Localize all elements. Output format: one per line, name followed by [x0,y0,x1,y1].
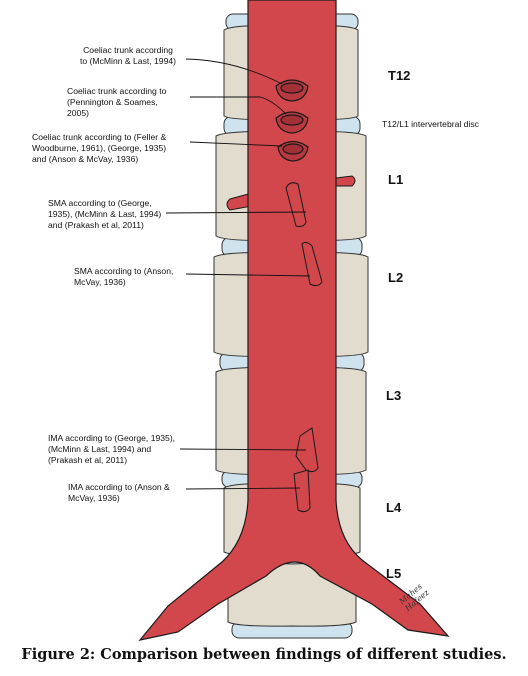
label-line: Coeliac trunk according to (Feller & [32,132,167,142]
label-line: 1935), (McMinn & Last, 1994) [48,209,162,219]
label-ima-anson: IMA according to (Anson & McVay, 1936) [68,482,170,504]
ima-branch-2 [293,469,311,513]
label-line: 2005) [67,108,89,118]
label-line: SMA according to (Anson, [74,266,174,276]
pointer-sma-anson [185,273,311,277]
level-t12: T12 [388,68,411,83]
level-l4: L4 [386,500,402,515]
label-ima-george: IMA according to (George, 1935), (McMinn… [48,433,175,466]
label-line: (Prakash et al, 2011) [48,455,128,465]
pointer-coeliac-pennington [190,96,287,115]
label-line: (McMinn & Last, 1994) and [48,444,152,454]
label-line: Coeliac trunk according to [67,86,167,96]
label-line: and (Anson & McVay, 1936) [32,154,139,164]
level-l2: L2 [388,270,404,285]
label-line: Woodburne, 1961), (George, 1935) [32,143,167,153]
label-line: McVay, 1936) [74,277,126,287]
disc-label: T12/L1 intervertebral disc [382,119,479,129]
pointer-lines [165,58,311,490]
sma-branch-1 [285,182,307,227]
figure-caption: Figure 2: Comparison between findings of… [21,646,507,663]
sma-branch-2 [301,241,323,287]
aorta [138,0,450,641]
level-l3: L3 [386,388,402,403]
level-l5: L5 [386,566,402,581]
label-coeliac-mcminn: Coeliac trunk according to (McMinn & Las… [80,45,176,67]
label-sma-anson: SMA according to (Anson, McVay, 1936) [74,266,173,288]
label-coeliac-feller: Coeliac trunk according to (Feller & Woo… [32,132,166,165]
label-line: Coeliac trunk according [83,45,173,55]
label-sma-george: SMA according to (George, 1935), (McMinn… [48,198,161,231]
coeliac-ring-2 [275,111,309,134]
renal-branch-right [335,175,356,187]
label-line: to (McMinn & Last, 1994) [80,56,177,66]
coeliac-rings [275,79,309,162]
pointer-ima-george [179,448,307,451]
label-line: SMA according to (George, [48,198,152,208]
ima-branch-1 [295,427,319,473]
label-line: IMA according to (George, 1935), [48,433,176,443]
label-line: and (Prakash et al, 2011) [48,220,144,230]
pointer-sma-george [165,211,307,214]
label-line: McVay, 1936) [68,493,120,503]
pointer-ima-anson [185,487,301,490]
level-l1: L1 [388,172,404,187]
label-coeliac-pennington: Coeliac trunk according to (Pennington &… [67,86,166,119]
pointer-coeliac-feller [189,141,283,147]
renal-branch-left [226,192,253,211]
label-line: (Pennington & Soames, [67,97,158,107]
label-line: IMA according to (Anson & [68,482,170,492]
coeliac-ring-1 [275,79,309,102]
pointer-coeliac-mcminn [185,58,283,85]
coeliac-ring-3 [277,140,309,162]
